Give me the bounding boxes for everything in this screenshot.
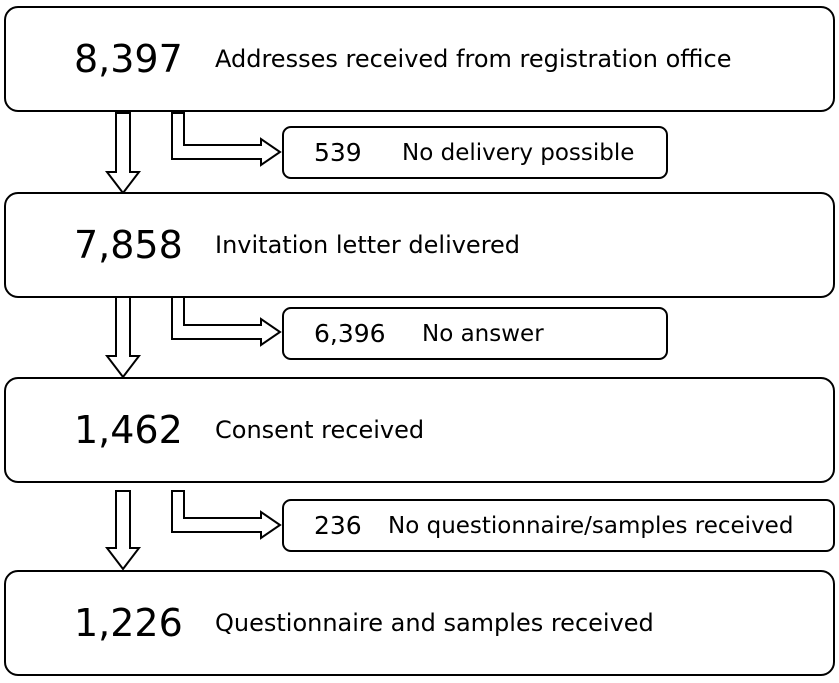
exclusion-box-no-delivery: 539 No delivery possible [282, 126, 668, 179]
stage-label: Questionnaire and samples received [215, 609, 654, 637]
exclusion-label: No answer [422, 320, 544, 347]
down-arrow-3 [104, 490, 142, 571]
stage-box-addresses: 8,397 Addresses received from registrati… [4, 6, 835, 112]
stage-count: 1,462 [74, 408, 183, 452]
down-arrow-1 [104, 112, 142, 195]
stage-label: Consent received [215, 416, 425, 444]
down-arrow-2 [104, 296, 142, 379]
exclusion-label: No delivery possible [402, 139, 635, 166]
exclusion-box-no-answer: 6,396 No answer [282, 307, 668, 360]
exclusion-box-no-questionnaire: 236 No questionnaire/samples received [282, 499, 835, 552]
exclusion-count: 236 [314, 511, 362, 540]
exclusion-label: No questionnaire/samples received [388, 512, 794, 539]
stage-count: 7,858 [74, 223, 183, 267]
stage-count: 8,397 [74, 37, 183, 81]
stage-box-questionnaire: 1,226 Questionnaire and samples received [4, 570, 835, 676]
elbow-arrow-1 [171, 112, 282, 167]
stage-label: Invitation letter delivered [215, 231, 521, 259]
stage-box-consent: 1,462 Consent received [4, 377, 835, 483]
exclusion-count: 539 [314, 138, 362, 167]
stage-label: Addresses received from registration off… [215, 45, 732, 73]
elbow-arrow-3 [171, 490, 282, 540]
exclusion-count: 6,396 [314, 319, 386, 348]
stage-box-invitation: 7,858 Invitation letter delivered [4, 192, 835, 298]
elbow-arrow-2 [171, 296, 282, 347]
stage-count: 1,226 [74, 601, 183, 645]
